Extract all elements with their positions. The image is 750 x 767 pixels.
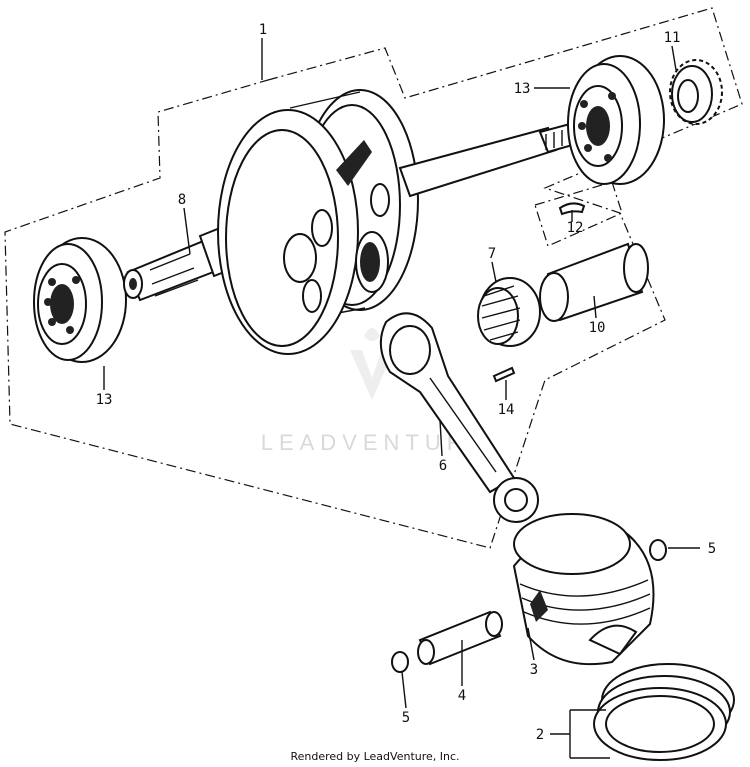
callout-7: 7 [488, 246, 496, 262]
crank-pin [539, 242, 649, 322]
watermark-text: LEADVENTURE [261, 430, 490, 455]
crankshaft-right-shaft [398, 122, 578, 198]
callout-10: 10 [589, 320, 606, 336]
callout-6: 6 [439, 458, 447, 474]
callout-2: 2 [536, 727, 544, 743]
crankshaft-assembly-boundary [4, 7, 743, 549]
needle-bearing [477, 277, 541, 347]
piston-pin-clip-left [391, 651, 409, 673]
footer-credit: Rendered by LeadVenture, Inc. [290, 750, 460, 763]
callout-1: 1 [259, 22, 267, 38]
piston-pin-clip-right [649, 539, 667, 561]
callout-5-right: 5 [708, 541, 716, 557]
piston [512, 513, 655, 666]
callout-8: 8 [178, 192, 186, 208]
cam-sprocket [669, 59, 723, 125]
right-ball-bearing [567, 55, 665, 185]
woodruff-key [558, 202, 586, 216]
left-ball-bearing [33, 237, 127, 363]
connecting-rod [379, 312, 539, 523]
callout-11: 11 [664, 30, 681, 46]
crankshaft-flywheels [217, 89, 419, 355]
callout-4: 4 [458, 688, 466, 704]
crankpin-group-boundary [534, 181, 623, 247]
callout-5-left: 5 [402, 710, 410, 726]
callout-12: 12 [567, 220, 584, 236]
leader-lines [103, 38, 700, 759]
callout-3: 3 [530, 662, 538, 678]
watermark-logo [350, 328, 394, 400]
callout-13-right: 13 [514, 81, 531, 97]
callout-labels: 1 8 13 13 11 12 7 10 14 6 5 3 4 5 2 [96, 22, 717, 743]
small-pin [492, 366, 516, 383]
callout-13-left: 13 [96, 392, 113, 408]
callout-14: 14 [498, 402, 515, 418]
piston-rings [593, 663, 735, 761]
piston-pin [417, 610, 503, 666]
